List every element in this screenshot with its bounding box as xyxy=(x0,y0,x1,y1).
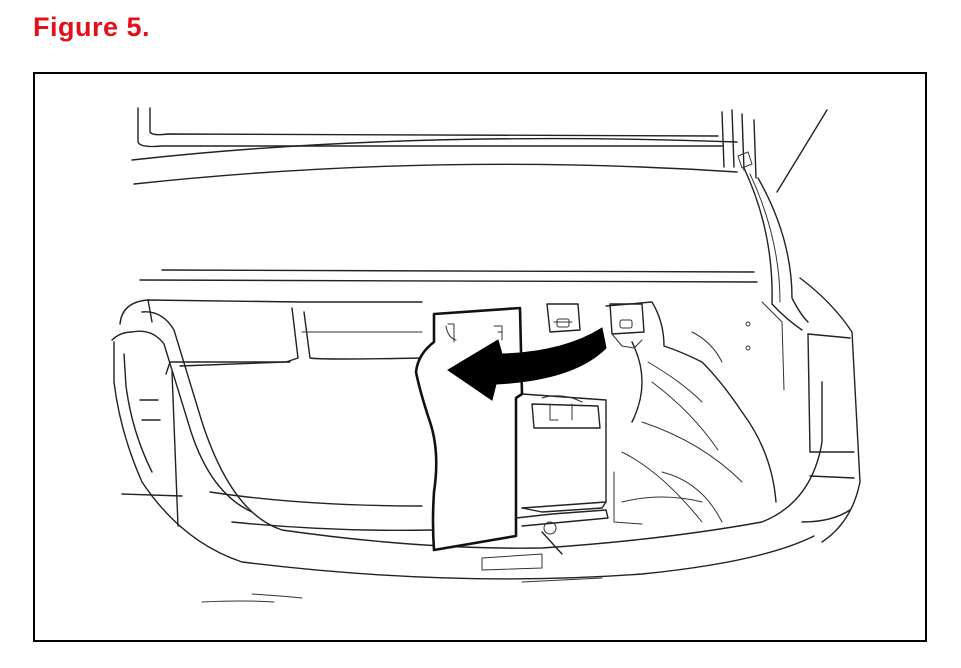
panel-clips xyxy=(546,303,645,349)
figure-title: Figure 5. xyxy=(33,12,151,42)
trim-cover-removed xyxy=(414,306,524,552)
trunk-floor xyxy=(201,491,603,603)
right-side-panel xyxy=(605,301,777,525)
rear-shelf xyxy=(139,269,758,283)
battery-tray xyxy=(515,393,609,535)
trunk-lid xyxy=(131,107,828,193)
lid-support-strut xyxy=(743,167,809,331)
illustration-frame xyxy=(33,72,927,642)
removal-arrow-shape xyxy=(447,327,607,401)
trunk-illustration xyxy=(111,107,861,603)
left-trim-panel xyxy=(165,307,423,527)
removal-arrow xyxy=(447,327,607,401)
body-right-side xyxy=(745,277,861,543)
